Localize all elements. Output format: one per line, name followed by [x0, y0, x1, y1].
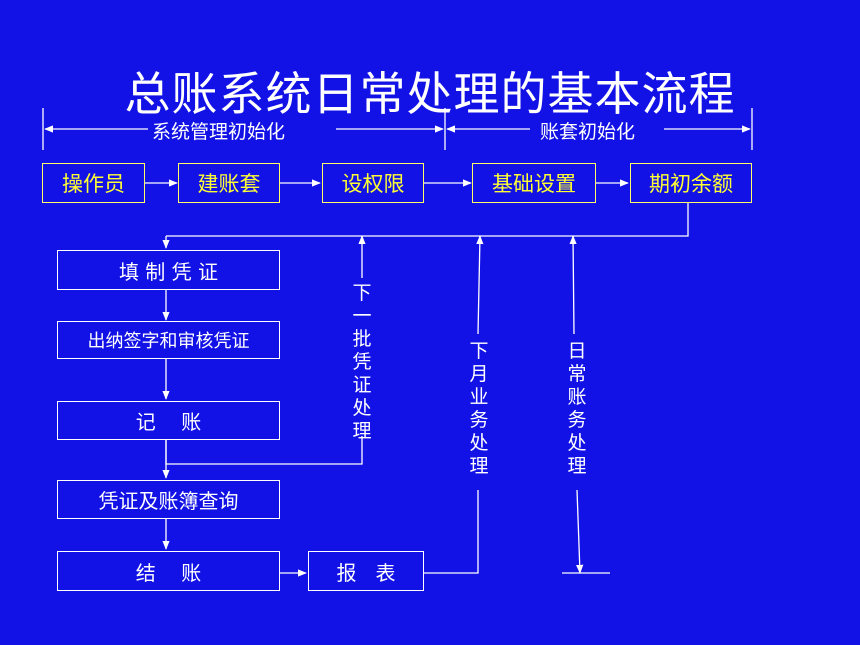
- step-query-voucher-ledger: 凭证及账簿查询: [57, 480, 280, 519]
- step-opening-balance: 期初余额: [630, 163, 752, 203]
- phase-label-account-init: 账套初始化: [540, 121, 636, 143]
- step-cashier-sign-audit: 出纳签字和审核凭证: [57, 321, 280, 359]
- loop-label-next-batch: 下一批凭证处理: [352, 282, 372, 442]
- step-close-period: 结 账: [57, 551, 280, 591]
- page-title: 总账系统日常处理的基本流程: [124, 67, 736, 121]
- step-create-account-set: 建账套: [178, 163, 280, 203]
- step-fill-voucher: 填 制 凭 证: [57, 250, 280, 290]
- step-basic-settings: 基础设置: [472, 163, 596, 203]
- loop-label-daily: 日常账务处理: [567, 340, 587, 477]
- step-set-permissions: 设权限: [322, 163, 424, 203]
- step-report: 报 表: [308, 551, 424, 591]
- step-post-voucher: 记 账: [57, 401, 280, 440]
- step-operator: 操作员: [42, 163, 145, 203]
- loop-label-next-month: 下月业务处理: [469, 340, 489, 477]
- phase-label-system-init: 系统管理初始化: [152, 121, 286, 143]
